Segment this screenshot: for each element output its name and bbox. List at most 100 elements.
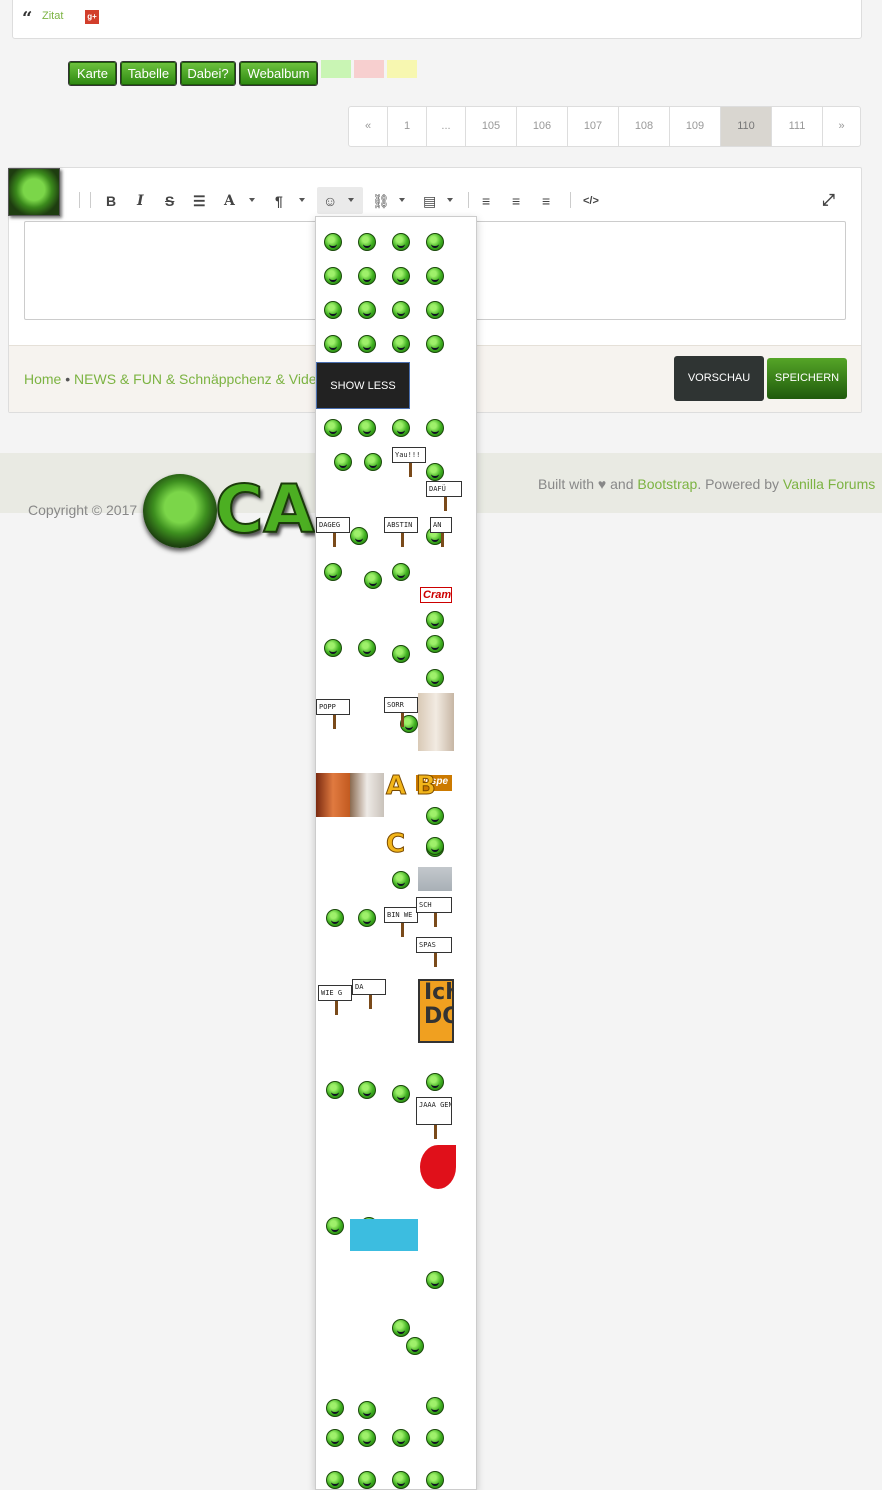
emoji-smiley-icon[interactable] [426,1471,444,1489]
align-center-icon[interactable]: ≡ [512,193,521,209]
pagination-page[interactable]: 1 [388,107,427,146]
emoji-smiley-icon[interactable] [358,267,376,285]
emoji-smiley-icon[interactable] [358,639,376,657]
emoji-smiley-icon[interactable] [392,301,410,319]
list-icon[interactable]: ☰ [193,193,206,209]
emoji-sign-pole-icon[interactable] [441,533,444,547]
emoji-smiley-icon[interactable] [426,635,444,653]
site-logo-text[interactable]: CAC [215,470,316,549]
chevron-down-icon[interactable] [447,198,453,202]
emoji-smiley-icon[interactable] [326,909,344,927]
karte-button[interactable]: Karte [69,62,116,85]
bold-icon[interactable]: B [106,193,117,209]
emoji-sign-pole-icon[interactable] [369,995,372,1009]
show-less-button[interactable]: SHOW LESS [316,362,410,409]
chevron-down-icon[interactable] [249,198,255,202]
emoji-smiley-icon[interactable] [358,419,376,437]
emoji-sign-icon[interactable]: Respe [416,775,452,791]
user-avatar[interactable] [8,168,60,216]
dabei-button[interactable]: Dabei? [181,62,235,85]
emoji-smiley-icon[interactable] [326,1429,344,1447]
emoji-sign-icon[interactable]: SCH [416,897,452,913]
emoji-sign-icon[interactable]: Yau!!! [392,447,426,463]
pagination-page[interactable]: 108 [619,107,670,146]
emoji-sign-icon[interactable]: SORR [384,697,418,713]
emoji-smiley-icon[interactable] [392,267,410,285]
emoji-heart-icon[interactable] [420,1145,456,1189]
emoji-smiley-icon[interactable] [324,335,342,353]
pagination-page[interactable]: 111 [772,107,823,146]
emoji-smiley-icon[interactable] [324,563,342,581]
pagination-prev[interactable]: « [349,107,388,146]
color-swatch-red[interactable] [354,60,384,78]
pagination-page[interactable]: 106 [517,107,568,146]
emoji-sign-icon[interactable]: WIE G [318,985,352,1001]
emoji-letter-icon[interactable]: B [416,771,437,802]
bootstrap-link[interactable]: Bootstrap [637,476,698,492]
emoji-smiley-icon[interactable] [324,639,342,657]
emoji-smiley-icon[interactable] [358,1401,376,1419]
fullscreen-icon[interactable]: ⤢ [822,192,835,209]
align-right-icon[interactable]: ≡ [542,193,551,209]
pagination-page[interactable]: 109 [670,107,721,146]
tabelle-button[interactable]: Tabelle [121,62,176,85]
emoji-sign-pole-icon[interactable] [333,715,336,729]
emoji-ich-icon[interactable]: Ich DO [418,979,454,1043]
emoji-sign-pole-icon[interactable] [409,463,412,477]
emoji-smiley-icon[interactable] [392,1429,410,1447]
emoji-smiley-icon[interactable] [392,419,410,437]
emoji-smiley-icon[interactable] [426,837,444,855]
emoji-smiley-icon[interactable] [392,335,410,353]
emoji-smiley-icon[interactable] [426,267,444,285]
emoji-smiley-icon[interactable] [324,233,342,251]
emoji-smiley-icon[interactable] [358,335,376,353]
emoji-smiley-icon[interactable] [392,1085,410,1103]
quote-icon[interactable]: “ [22,8,33,29]
emoji-photo-icon[interactable] [350,773,384,817]
emoji-smiley-icon[interactable] [392,1319,410,1337]
chevron-down-icon[interactable] [299,198,305,202]
emoji-smiley-icon[interactable] [358,1471,376,1489]
emoji-smiley-icon[interactable] [358,233,376,251]
emoji-sign-icon[interactable]: JAAA GENAU [416,1097,452,1125]
strikethrough-icon[interactable]: S [165,193,175,209]
align-left-icon[interactable]: ≡ [482,193,491,209]
emoji-smiley-icon[interactable] [350,527,368,545]
emoji-water-icon[interactable] [350,1219,418,1251]
emoji-letter-icon[interactable]: A [385,771,407,802]
emoji-photo-icon[interactable] [418,867,452,891]
emoji-sign-pole-icon[interactable] [333,533,336,547]
vanilla-forums-link[interactable]: Vanilla Forums [782,476,876,492]
pagination-page[interactable]: 107 [568,107,619,146]
emoji-smiley-icon[interactable] [426,669,444,687]
emoji-sign-pole-icon[interactable] [444,497,447,511]
emoji-sign-pole-icon[interactable] [401,533,404,547]
emoji-smiley-icon[interactable] [426,233,444,251]
emoji-smiley-icon[interactable] [400,715,418,733]
emoji-smiley-icon[interactable] [326,1471,344,1489]
breadcrumb-category[interactable]: NEWS & FUN & Schnäppchenz & Videos [74,371,332,387]
emoji-sign-icon[interactable]: AN [430,517,452,533]
emoji-sign-icon[interactable]: POPP [316,699,350,715]
preview-button[interactable]: VORSCHAU [674,356,764,401]
webalbum-button[interactable]: Webalbum [240,62,317,85]
emoji-smiley-icon[interactable] [392,1471,410,1489]
emoji-smiley-icon[interactable] [426,419,444,437]
pagination-next[interactable]: » [838,120,845,132]
emoji-smiley-icon[interactable] [426,335,444,353]
emoji-sign-icon[interactable]: DAFÜ [426,481,462,497]
google-plus-icon[interactable]: g+ [85,10,99,24]
emoji-smiley-icon[interactable] [358,1429,376,1447]
emoji-smiley-icon[interactable] [326,1399,344,1417]
emoji-sign-pole-icon[interactable] [335,1001,338,1015]
emoji-smiley-icon[interactable] [426,463,444,481]
emoji-photo-icon[interactable] [418,693,454,751]
emoji-smiley-icon[interactable] [358,909,376,927]
pagination-page-current[interactable]: 110 [721,107,772,146]
emoji-smiley-icon[interactable] [426,1271,444,1289]
file-icon[interactable]: ▤ [423,193,437,209]
emoji-sign-pole-icon[interactable] [401,923,404,937]
emoji-smiley-icon[interactable] [326,1217,344,1235]
site-logo-icon[interactable] [143,474,217,548]
color-swatch-yellow[interactable] [387,60,417,78]
